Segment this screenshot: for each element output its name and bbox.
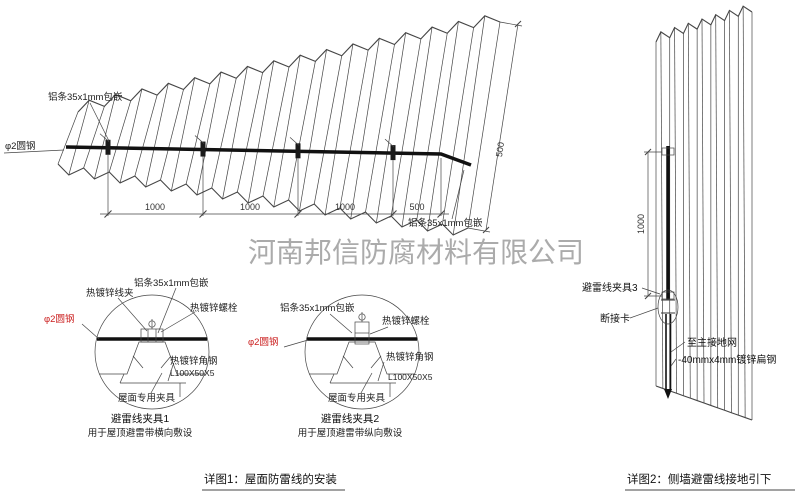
- label-disconnect: 断接卡: [600, 312, 630, 325]
- label-angle-steel: 热镀锌角钢: [386, 351, 434, 363]
- clamp-detail-2: 铝条35x1mm包嵌 热镀锌螺栓 φ2圆钢 热镀锌角钢 L100X50X5 屋面…: [248, 294, 434, 439]
- roof-clamp-brace: [132, 355, 144, 369]
- label-al-strip: 铝条35x1mm包嵌: [134, 277, 209, 289]
- leader-line: [160, 311, 196, 333]
- label-round-steel: φ2圆钢: [248, 336, 278, 348]
- leader-line: [3, 149, 65, 154]
- dim-tick: [644, 148, 652, 156]
- detail1-subtitle: 用于屋顶避雷带横向敷设: [88, 427, 193, 439]
- detail-circle: [94, 294, 210, 410]
- ext-line-b: [499, 21, 523, 27]
- label-flat-steel: -40mmx4mm镀锌扁钢: [678, 353, 776, 366]
- ground-arrow: [664, 389, 672, 399]
- caption-detail-1: 详图1：屋面防雷线的安装: [204, 472, 337, 486]
- leader-line: [157, 287, 177, 334]
- dim-500: 500: [409, 202, 424, 212]
- label-bolt: 热镀锌螺栓: [382, 315, 430, 327]
- dim-1000-wall: 1000: [636, 214, 646, 234]
- label-angle-steel: 热镀锌角钢: [170, 355, 218, 367]
- detail2-title: 避雷线夹具2: [321, 412, 379, 425]
- leader-line: [150, 372, 163, 394]
- detail1-title: 避雷线夹具1: [111, 412, 169, 425]
- dim-tick: [644, 292, 652, 300]
- leader-line: [670, 341, 686, 353]
- label-roof-clamp: 屋面专用夹具: [118, 392, 176, 404]
- label-al-strip: 铝条35x1mm包嵌: [280, 302, 355, 314]
- dim-1000-b: 1000: [240, 202, 260, 212]
- wall-downlead-view: 1000 避雷线夹具3 断接卡 至主接地网 -40mmx4mm镀锌扁钢: [582, 146, 776, 399]
- dim-1000-a: 1000: [145, 202, 165, 212]
- leader-line: [329, 313, 353, 334]
- angle-steel-edge: [119, 373, 125, 384]
- detail2-subtitle: 用于屋顶避雷带纵向敷设: [298, 427, 403, 439]
- label-round-steel-main: φ2圆钢: [5, 140, 35, 152]
- label-clamp-3: 避雷线夹具3: [582, 281, 638, 294]
- clamp-detail-1: 热镀锌线夹 铝条35x1mm包嵌 热镀锌螺栓 φ2圆钢 热镀锌角钢 L100X5…: [44, 277, 238, 439]
- dim-500-slant: 500: [494, 141, 506, 157]
- company-watermark: 河南邦信防腐材料有限公司: [248, 237, 584, 269]
- label-wire-clamp: 热镀锌线夹: [86, 287, 134, 299]
- roof-corrugated-sheet: [57, 15, 501, 236]
- leader-line: [81, 323, 100, 340]
- label-bolt: 热镀锌螺栓: [190, 302, 238, 314]
- leader-line: [89, 102, 110, 142]
- dim-1000-c: 1000: [335, 202, 355, 212]
- roof-clamp-brace: [342, 355, 354, 369]
- dim-tick: [514, 20, 522, 28]
- label-al-strip-top: 铝条35x1mm包嵌: [48, 91, 123, 103]
- leader-line: [167, 364, 174, 382]
- leader-line: [641, 287, 661, 295]
- label-al-strip-bottom: 铝条35x1mm包嵌: [408, 217, 483, 229]
- ext-line-a: [467, 227, 491, 233]
- dim-tick: [482, 226, 490, 234]
- label-angle-size: L100X50X5: [388, 372, 433, 382]
- slant-dimension-line: [485, 23, 519, 231]
- label-angle-size: L100X50X5: [170, 368, 215, 378]
- label-roof-clamp: 屋面专用夹具: [328, 392, 386, 404]
- leader-line: [451, 169, 465, 220]
- leader-line: [670, 358, 677, 367]
- roof-clamp-brace: [370, 355, 382, 369]
- detail-circle: [304, 294, 420, 410]
- leader-line: [117, 297, 148, 332]
- leader-line: [629, 307, 659, 319]
- corrugation-profile: [309, 341, 415, 375]
- leader-line: [283, 339, 309, 348]
- roof-clamp-brace: [160, 355, 172, 369]
- wall-wire-clamp: [661, 147, 675, 156]
- leader-line: [360, 372, 373, 394]
- roof-isometric-view: 1000 1000 1000 500 500 铝条35x1mm包嵌 φ2圆钢 铝…: [3, 20, 523, 234]
- wall-wire-clamp: [661, 291, 675, 300]
- lightning-wire: [65, 145, 472, 167]
- disconnect-detail-bubble: [657, 289, 679, 325]
- leader-line: [369, 326, 389, 335]
- caption-detail-2: 详图2：侧墙避雷线接地引下: [627, 472, 771, 486]
- label-to-ground: 至主接地网: [687, 336, 737, 349]
- leader-line: [377, 361, 385, 382]
- label-round-steel: φ2圆钢: [44, 313, 74, 325]
- angle-steel-edge: [329, 373, 335, 384]
